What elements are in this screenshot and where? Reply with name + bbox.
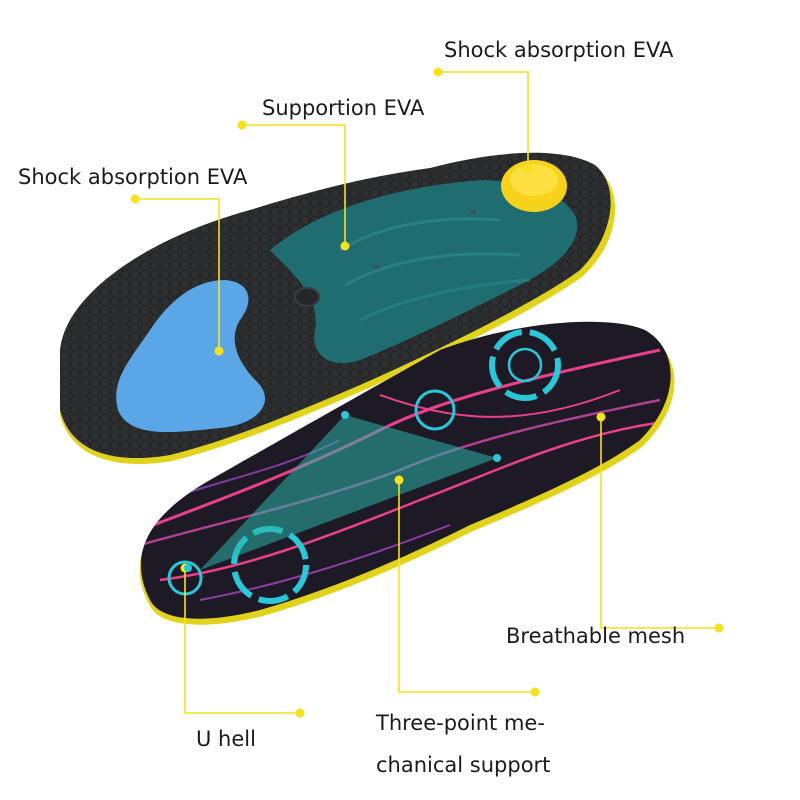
marker-dot bbox=[493, 454, 501, 462]
callout-dot bbox=[237, 120, 247, 130]
callout-dot bbox=[295, 708, 305, 718]
callout-dot bbox=[714, 623, 724, 633]
callout-dot bbox=[394, 475, 404, 485]
callout-dot bbox=[523, 163, 533, 173]
callout-dot bbox=[596, 412, 606, 422]
marker-dot bbox=[341, 411, 349, 419]
label-three-point-support: Three-point me- chanical support bbox=[376, 702, 550, 786]
label-shock-absorption-left: Shock absorption EVA bbox=[18, 165, 248, 189]
callout-dot bbox=[433, 67, 443, 77]
callout-line-u-hell bbox=[184, 568, 300, 714]
label-breathable-mesh: Breathable mesh bbox=[506, 624, 686, 648]
callout-lines bbox=[135, 71, 719, 714]
label-u-hell: U hell bbox=[196, 727, 256, 751]
label-three-point-line2: chanical support bbox=[376, 753, 551, 777]
callout-line-three-point bbox=[398, 480, 535, 693]
label-supportion-eva: Supportion EVA bbox=[262, 96, 425, 120]
callout-dot bbox=[340, 241, 350, 251]
top-insole bbox=[60, 152, 616, 465]
callout-line-breathable bbox=[600, 417, 719, 629]
callout-dot bbox=[214, 346, 224, 356]
callout-dots bbox=[130, 67, 724, 718]
callout-dot bbox=[130, 194, 140, 204]
callout-line-shock-left bbox=[135, 198, 220, 351]
label-shock-absorption-top: Shock absorption EVA bbox=[444, 38, 674, 62]
marker-dot bbox=[184, 564, 192, 572]
label-three-point-line1: Three-point me- bbox=[376, 711, 545, 735]
callout-line-shock-top bbox=[438, 71, 529, 168]
callout-dot bbox=[530, 687, 540, 697]
bottom-insole bbox=[139, 321, 675, 625]
callout-line-supportion bbox=[242, 124, 346, 246]
